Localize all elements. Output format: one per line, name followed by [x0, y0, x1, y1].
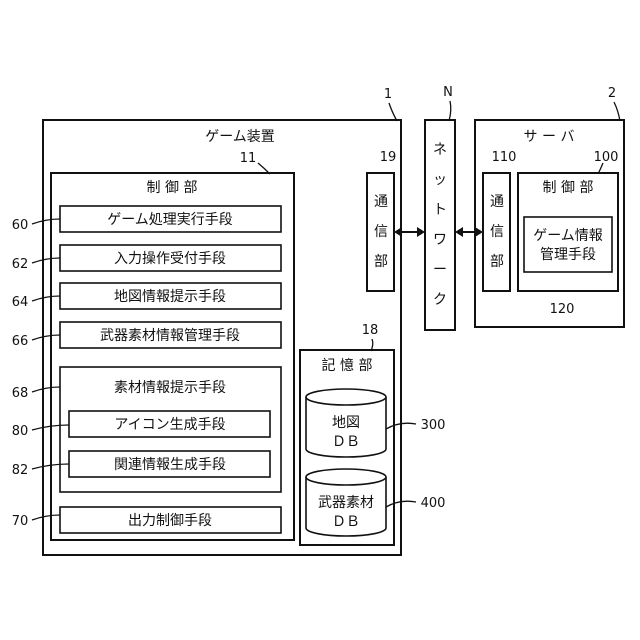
map-db-cylinder: 地図 ＤＢ 300: [306, 389, 445, 457]
server-comm-char-2: 信: [490, 224, 504, 240]
server-control-unit: 制 御 部 100 ゲーム情報 管理手段 120: [518, 150, 618, 317]
control-unit-title: 制 御 部: [147, 180, 198, 196]
network-char-4: ワ: [433, 232, 447, 248]
control-unit: 制 御 部 11 ゲーム処理実行手段 60 入力操作受付手段 62 地図情報提示…: [12, 151, 294, 540]
device-comm-char-3: 部: [374, 254, 388, 270]
server: サ ー バ 2 通 信 部 110 制 御 部 100 ゲーム情報 管理手段 1…: [475, 86, 624, 327]
device-comm-ref: 19: [380, 150, 397, 165]
network-char-1: ネ: [433, 142, 447, 158]
game-info-management-ref: 120: [550, 302, 575, 317]
icon-generation-label: アイコン生成手段: [114, 417, 225, 433]
network-char-3: ト: [433, 202, 447, 218]
material-info-ref: 68: [12, 386, 29, 401]
control-unit-ref: 11: [240, 151, 257, 166]
weapon-material-db-top: [306, 469, 386, 485]
network-server-arrowhead-left: [455, 227, 463, 237]
icon-generation-ref: 80: [12, 424, 29, 439]
related-info-ref: 82: [12, 463, 29, 478]
storage-title: 記 憶 部: [322, 357, 373, 374]
map-db-line1: 地図: [332, 415, 360, 431]
device-comm-char-2: 信: [374, 224, 388, 240]
map-db-line2: ＤＢ: [332, 434, 360, 450]
map-db-ref: 300: [421, 418, 446, 433]
map-info-label: 地図情報提示手段: [114, 289, 226, 305]
material-info-label: 素材情報提示手段: [114, 380, 226, 396]
game-info-management-unit: [524, 217, 612, 272]
storage-unit: 記 憶 部 18 地図 ＤＢ 300 武器素材 ＤＢ 400: [300, 323, 445, 545]
weapon-material-label: 武器素材情報管理手段: [100, 328, 240, 344]
output-control-ref: 70: [12, 514, 29, 529]
network-char-6: ク: [433, 292, 447, 308]
server-ref-leader: [614, 102, 620, 121]
weapon-material-db-cylinder: 武器素材 ＤＢ 400: [306, 469, 445, 536]
game-device-ref-leader: [389, 103, 397, 121]
network-char-5: ー: [433, 262, 447, 278]
game-device-title: ゲーム装置: [205, 129, 275, 145]
server-comm-char-3: 部: [490, 254, 504, 270]
server-ref: 2: [608, 86, 616, 101]
game-device: ゲーム装置 1 制 御 部 11 ゲーム処理実行手段 60 入力操作受付手段 6…: [12, 87, 446, 555]
weapon-material-db-line1: 武器素材: [318, 495, 374, 511]
network: ネ ッ ト ワ ー ク N: [425, 85, 455, 330]
game-device-ref: 1: [384, 87, 392, 102]
map-info-ref: 64: [12, 295, 29, 310]
network-char-2: ッ: [433, 172, 447, 188]
game-info-management-line1: ゲーム情報: [533, 228, 603, 244]
game-process-label: ゲーム処理実行手段: [107, 212, 233, 228]
server-comm-ref: 110: [492, 150, 517, 165]
output-control-label: 出力制御手段: [128, 513, 212, 529]
device-comm-char-1: 通: [374, 194, 388, 210]
game-info-management-line2: 管理手段: [540, 247, 596, 263]
storage-ref: 18: [362, 323, 379, 338]
weapon-material-db-ref: 400: [421, 496, 446, 511]
network-ref: N: [443, 85, 453, 100]
input-operation-ref: 62: [12, 257, 29, 272]
server-control-title: 制 御 部: [543, 180, 594, 196]
device-network-arrowhead-right: [417, 227, 425, 237]
network-ref-leader: [449, 101, 451, 121]
server-control-ref: 100: [594, 150, 619, 165]
map-db-top: [306, 389, 386, 405]
game-process-ref: 60: [12, 218, 29, 233]
weapon-material-ref: 66: [12, 334, 29, 349]
server-comm-char-1: 通: [490, 194, 504, 210]
related-info-label: 関連情報生成手段: [114, 457, 226, 473]
server-title: サ ー バ: [524, 129, 575, 145]
weapon-material-db-line2: ＤＢ: [332, 514, 360, 530]
input-operation-label: 入力操作受付手段: [114, 251, 226, 267]
